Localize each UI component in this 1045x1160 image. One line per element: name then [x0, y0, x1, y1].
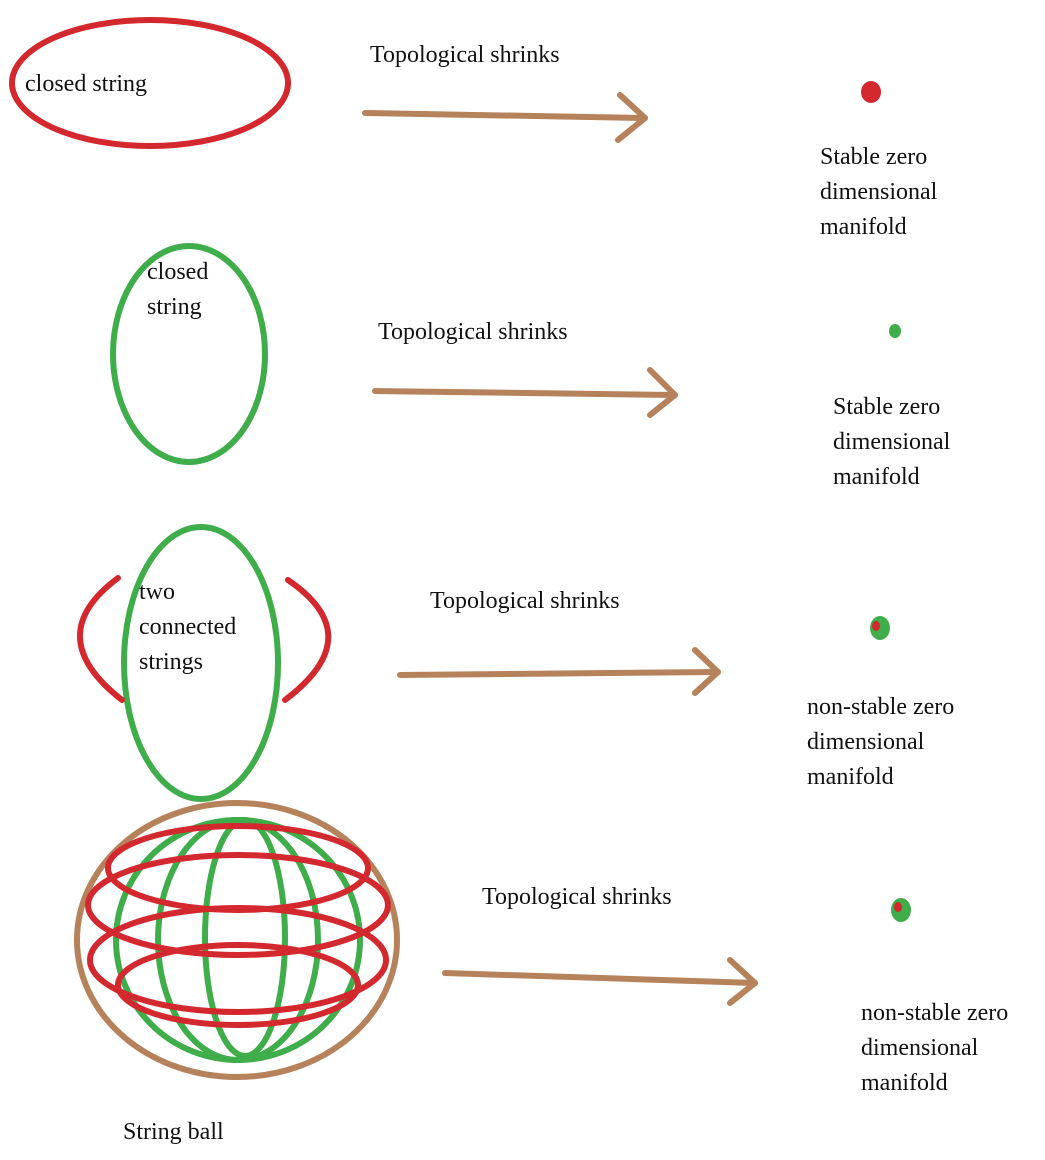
string-ball — [74, 800, 400, 1080]
shape-label-2: closed string — [147, 259, 209, 320]
shrink-arrow-4 — [442, 957, 758, 1006]
shape-label-3: two connected strings — [139, 579, 237, 675]
result-dot-green-red-2 — [891, 898, 911, 922]
shape-label-1: closed string — [25, 71, 147, 97]
result-dot-green — [889, 324, 901, 338]
result-dot-red — [861, 81, 881, 103]
result-label-2: Stable zero dimensional manifold — [833, 394, 951, 490]
result-label-3: non-stable zero dimensional manifold — [807, 694, 955, 790]
arrow-label-4: Topological shrinks — [482, 884, 672, 910]
closed-string-red-ellipse — [9, 17, 291, 149]
arrow-label-1: Topological shrinks — [370, 42, 560, 68]
result-label-1: Stable zero dimensional manifold — [820, 144, 938, 240]
result-dot-green-red — [870, 616, 890, 640]
closed-string-green-ellipse — [110, 243, 268, 465]
connected-string-red-arc-right — [282, 577, 332, 703]
shrink-arrow-1 — [362, 92, 648, 143]
connected-string-green-ellipse — [121, 524, 281, 802]
shape-label-4: String ball — [123, 1119, 224, 1145]
shrink-arrow-3 — [397, 647, 721, 696]
result-label-4: non-stable zero dimensional manifold — [861, 1000, 1009, 1096]
connected-string-red-arc-left — [77, 575, 125, 703]
arrow-label-3: Topological shrinks — [430, 588, 620, 614]
arrow-label-2: Topological shrinks — [378, 319, 568, 345]
shrink-arrow-2 — [372, 367, 678, 418]
